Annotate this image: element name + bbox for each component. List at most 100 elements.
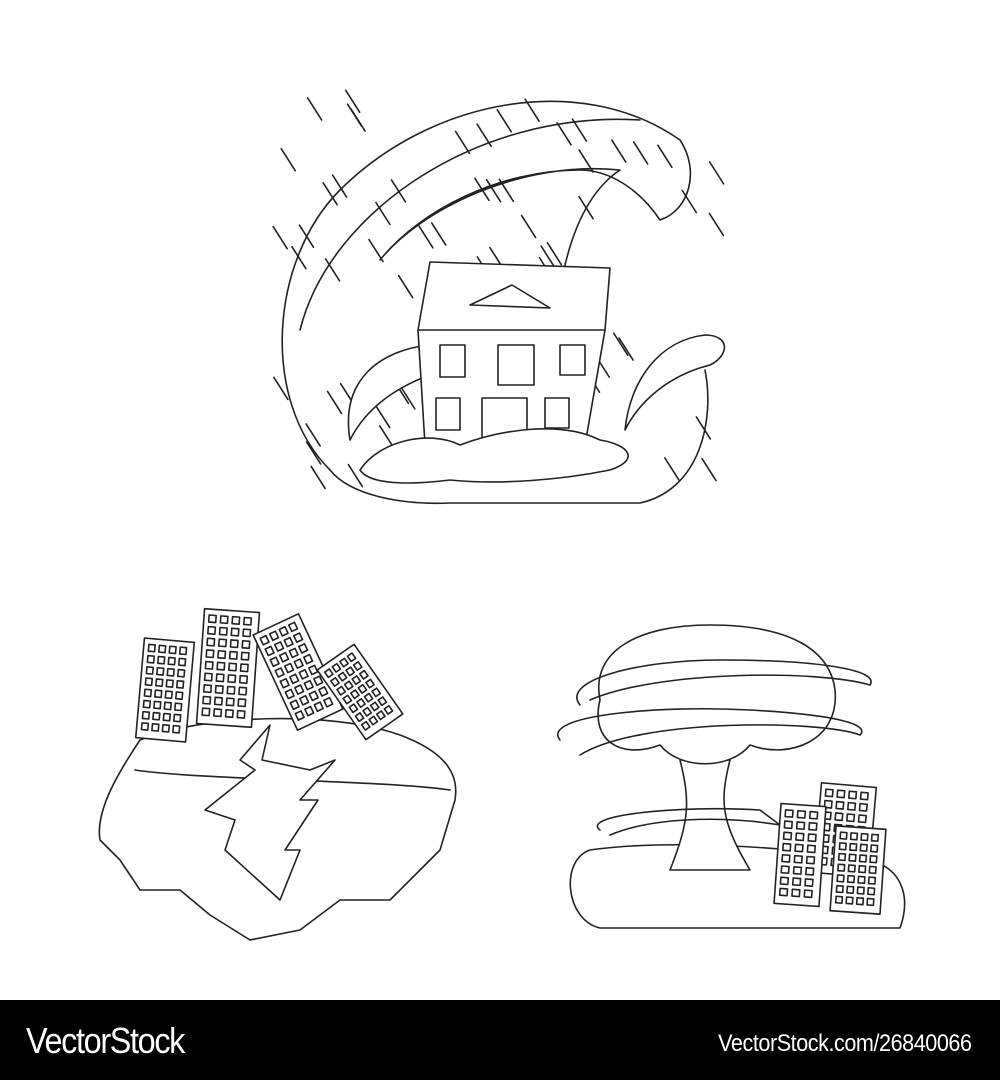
building-window bbox=[145, 666, 155, 675]
building bbox=[195, 607, 261, 729]
vectorstock-logo[interactable]: VectorStock bbox=[26, 1020, 185, 1061]
building-window bbox=[214, 684, 224, 694]
building-window bbox=[823, 799, 833, 809]
building-window bbox=[867, 887, 876, 896]
building-window bbox=[794, 843, 804, 853]
building-window bbox=[238, 686, 248, 696]
building-window bbox=[308, 664, 319, 676]
building-window bbox=[793, 854, 803, 864]
building-window bbox=[213, 696, 224, 706]
rain-drop bbox=[272, 225, 289, 250]
building-window bbox=[153, 700, 162, 710]
shockwave-ring bbox=[576, 659, 872, 706]
rain-drop bbox=[400, 386, 416, 410]
building-window bbox=[781, 842, 792, 852]
building-window bbox=[781, 853, 791, 863]
building bbox=[773, 802, 827, 908]
rain-drop bbox=[310, 465, 326, 490]
building-window bbox=[363, 692, 374, 703]
building-window bbox=[835, 800, 845, 810]
building-window bbox=[352, 661, 363, 672]
building-window bbox=[274, 667, 285, 678]
building-window bbox=[805, 855, 816, 865]
building-window bbox=[269, 656, 280, 668]
illustration-canvas bbox=[98, 89, 906, 941]
building-window bbox=[791, 888, 801, 898]
building-window bbox=[838, 842, 847, 851]
building-window bbox=[330, 676, 340, 687]
mushroom-stem bbox=[669, 759, 751, 871]
building-window bbox=[299, 694, 310, 706]
building-window bbox=[796, 809, 807, 819]
building-window bbox=[856, 886, 865, 895]
building-window bbox=[837, 852, 847, 862]
building-window bbox=[375, 710, 386, 721]
building-window bbox=[202, 695, 212, 705]
building-window bbox=[217, 649, 227, 660]
building-window bbox=[337, 671, 348, 682]
rain-drop bbox=[344, 89, 361, 114]
building-window bbox=[346, 652, 357, 663]
building-window bbox=[298, 643, 309, 654]
rain-drop bbox=[618, 337, 634, 361]
house-window bbox=[544, 397, 570, 429]
building-window bbox=[846, 813, 856, 823]
building-window bbox=[241, 639, 251, 650]
building-window bbox=[835, 884, 844, 894]
building-window bbox=[284, 688, 295, 700]
building-window bbox=[371, 687, 382, 698]
building bbox=[829, 825, 887, 915]
building-window bbox=[849, 842, 858, 852]
building-window bbox=[236, 709, 246, 719]
rain-drop bbox=[701, 457, 717, 482]
watermark-footer: VectorStock VectorStock.com/26840066 bbox=[0, 1000, 1000, 1080]
building-window bbox=[230, 627, 240, 637]
rain-drop bbox=[347, 463, 364, 488]
building-window bbox=[219, 615, 229, 625]
building-window bbox=[283, 636, 294, 648]
building-window bbox=[870, 844, 879, 853]
building-window bbox=[808, 822, 818, 831]
rain-drop bbox=[612, 332, 629, 357]
building-window bbox=[866, 897, 875, 907]
building-window bbox=[836, 789, 846, 799]
building-window bbox=[216, 661, 226, 671]
house-window bbox=[439, 344, 466, 378]
building-window bbox=[870, 833, 880, 843]
building-window bbox=[784, 809, 794, 818]
building-window bbox=[273, 641, 285, 652]
building-window bbox=[204, 660, 214, 670]
building-window bbox=[792, 866, 803, 875]
building bbox=[134, 637, 196, 743]
rain-drop bbox=[695, 416, 712, 440]
building-window bbox=[176, 668, 186, 678]
building-window bbox=[168, 645, 177, 655]
building-window bbox=[860, 832, 869, 842]
rain-drop bbox=[280, 147, 297, 172]
building-window bbox=[808, 810, 819, 820]
building-window bbox=[283, 662, 295, 674]
mushroom-cap bbox=[597, 624, 837, 765]
building-window bbox=[278, 625, 289, 637]
building-window bbox=[807, 833, 817, 843]
building-window bbox=[237, 698, 247, 708]
building-window bbox=[268, 630, 280, 642]
rain-drop bbox=[368, 238, 384, 263]
building-window bbox=[795, 832, 805, 842]
building-window bbox=[146, 654, 156, 664]
tsunami-icon bbox=[272, 89, 726, 505]
building-window bbox=[795, 821, 806, 831]
building-window bbox=[303, 679, 314, 691]
building-window bbox=[144, 677, 154, 687]
rain-drop bbox=[378, 425, 395, 449]
rain-drop bbox=[632, 141, 649, 165]
building-window bbox=[163, 701, 173, 711]
rain-drop bbox=[324, 258, 341, 282]
water-front bbox=[359, 428, 629, 484]
building-window bbox=[313, 675, 324, 687]
building-window bbox=[849, 832, 859, 841]
building-window bbox=[780, 865, 790, 875]
buildings bbox=[134, 607, 404, 743]
building-window bbox=[238, 674, 249, 684]
building-window bbox=[175, 679, 185, 689]
